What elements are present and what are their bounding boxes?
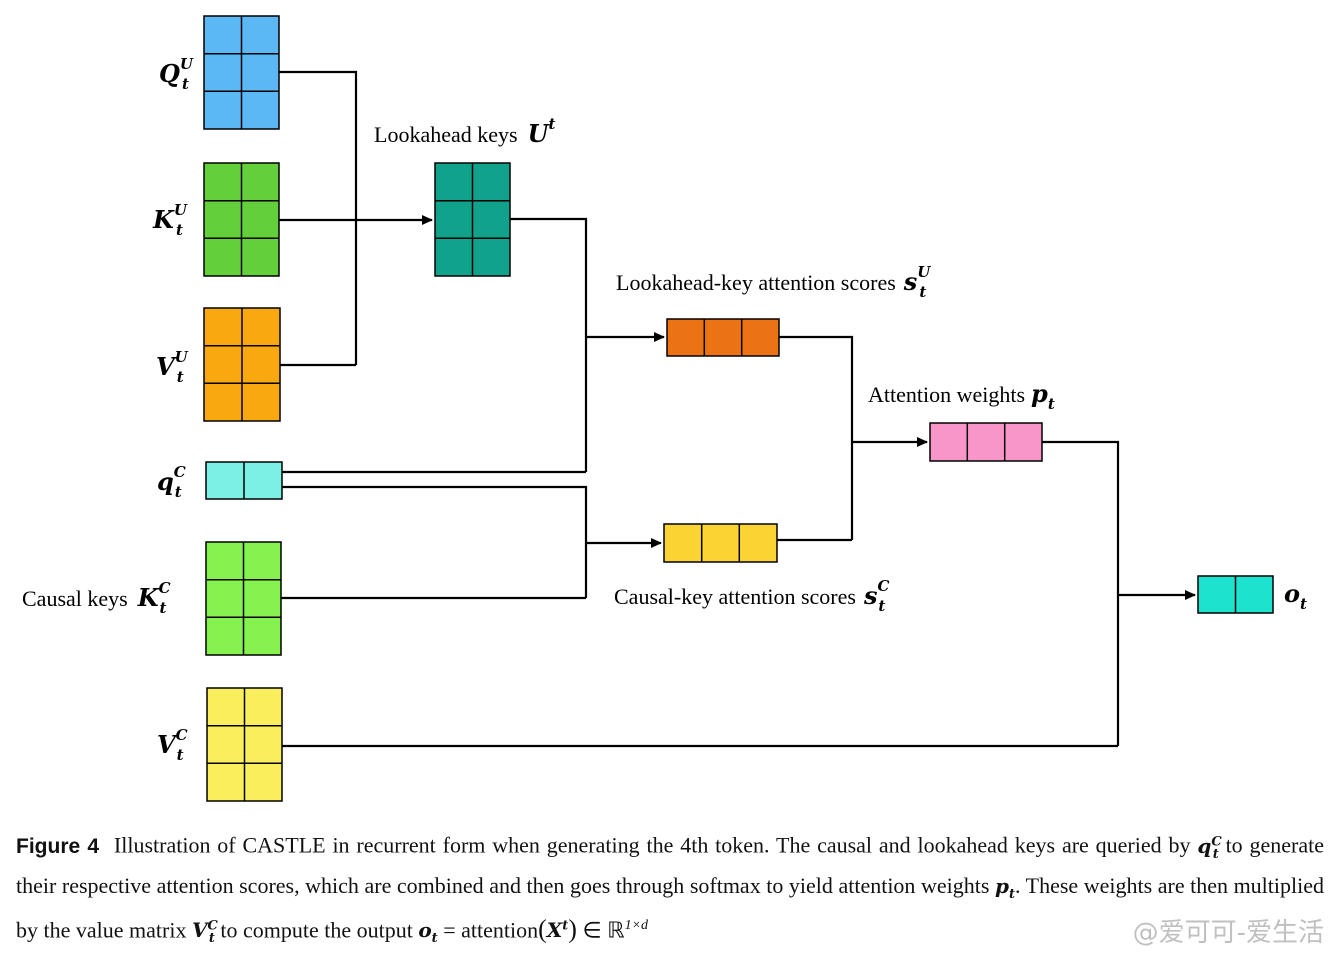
lookahead-scores-out-line <box>779 335 854 540</box>
caption-p: pt <box>995 873 1015 902</box>
q-u-line <box>279 70 358 365</box>
q-c-vector <box>205 461 283 500</box>
lookahead-keys-line <box>510 217 588 472</box>
caption-part5: = attention <box>443 916 539 942</box>
caption-paren-open: ( <box>538 913 547 943</box>
caption-dim: 1×d <box>624 917 649 933</box>
lookahead-keys-matrix <box>434 162 511 277</box>
v-u-matrix <box>203 307 281 422</box>
connectors <box>279 70 1196 748</box>
output-vector <box>1197 575 1274 614</box>
caption-part3: . These weights are then multiplied by t… <box>16 872 1325 942</box>
caption-part6: ∈ ℝ <box>582 916 625 942</box>
caption-x: Xt <box>546 917 569 942</box>
watermark: @爱可可-爱生活 <box>1132 918 1324 948</box>
k-u-matrix <box>203 162 280 277</box>
q-u-matrix <box>203 15 280 130</box>
caption-part4: to compute the output <box>220 916 413 942</box>
k-c-matrix <box>205 541 282 656</box>
caption-part1: Illustration of CASTLE in recurrent form… <box>113 832 1191 858</box>
causal-scores-vector <box>663 523 778 563</box>
figure-caption: Figure 4 Illustration of CASTLE in recur… <box>16 826 1324 954</box>
v-c-matrix <box>206 687 283 802</box>
output-label: ot <box>1284 579 1307 613</box>
lookahead-scores-vector <box>666 318 780 357</box>
caption-o: ot <box>418 917 438 946</box>
weights-out-line <box>1042 440 1120 746</box>
attention-weights-vector <box>929 422 1043 462</box>
figure-label: Figure 4 <box>16 834 100 858</box>
caption-paren-close: ) <box>568 913 577 943</box>
caption-q: qCt <box>1197 833 1222 862</box>
q-c-lower-line <box>282 485 588 598</box>
caption-part2: to generate their respective attention s… <box>16 832 1325 898</box>
caption-v: VCt <box>191 917 218 946</box>
